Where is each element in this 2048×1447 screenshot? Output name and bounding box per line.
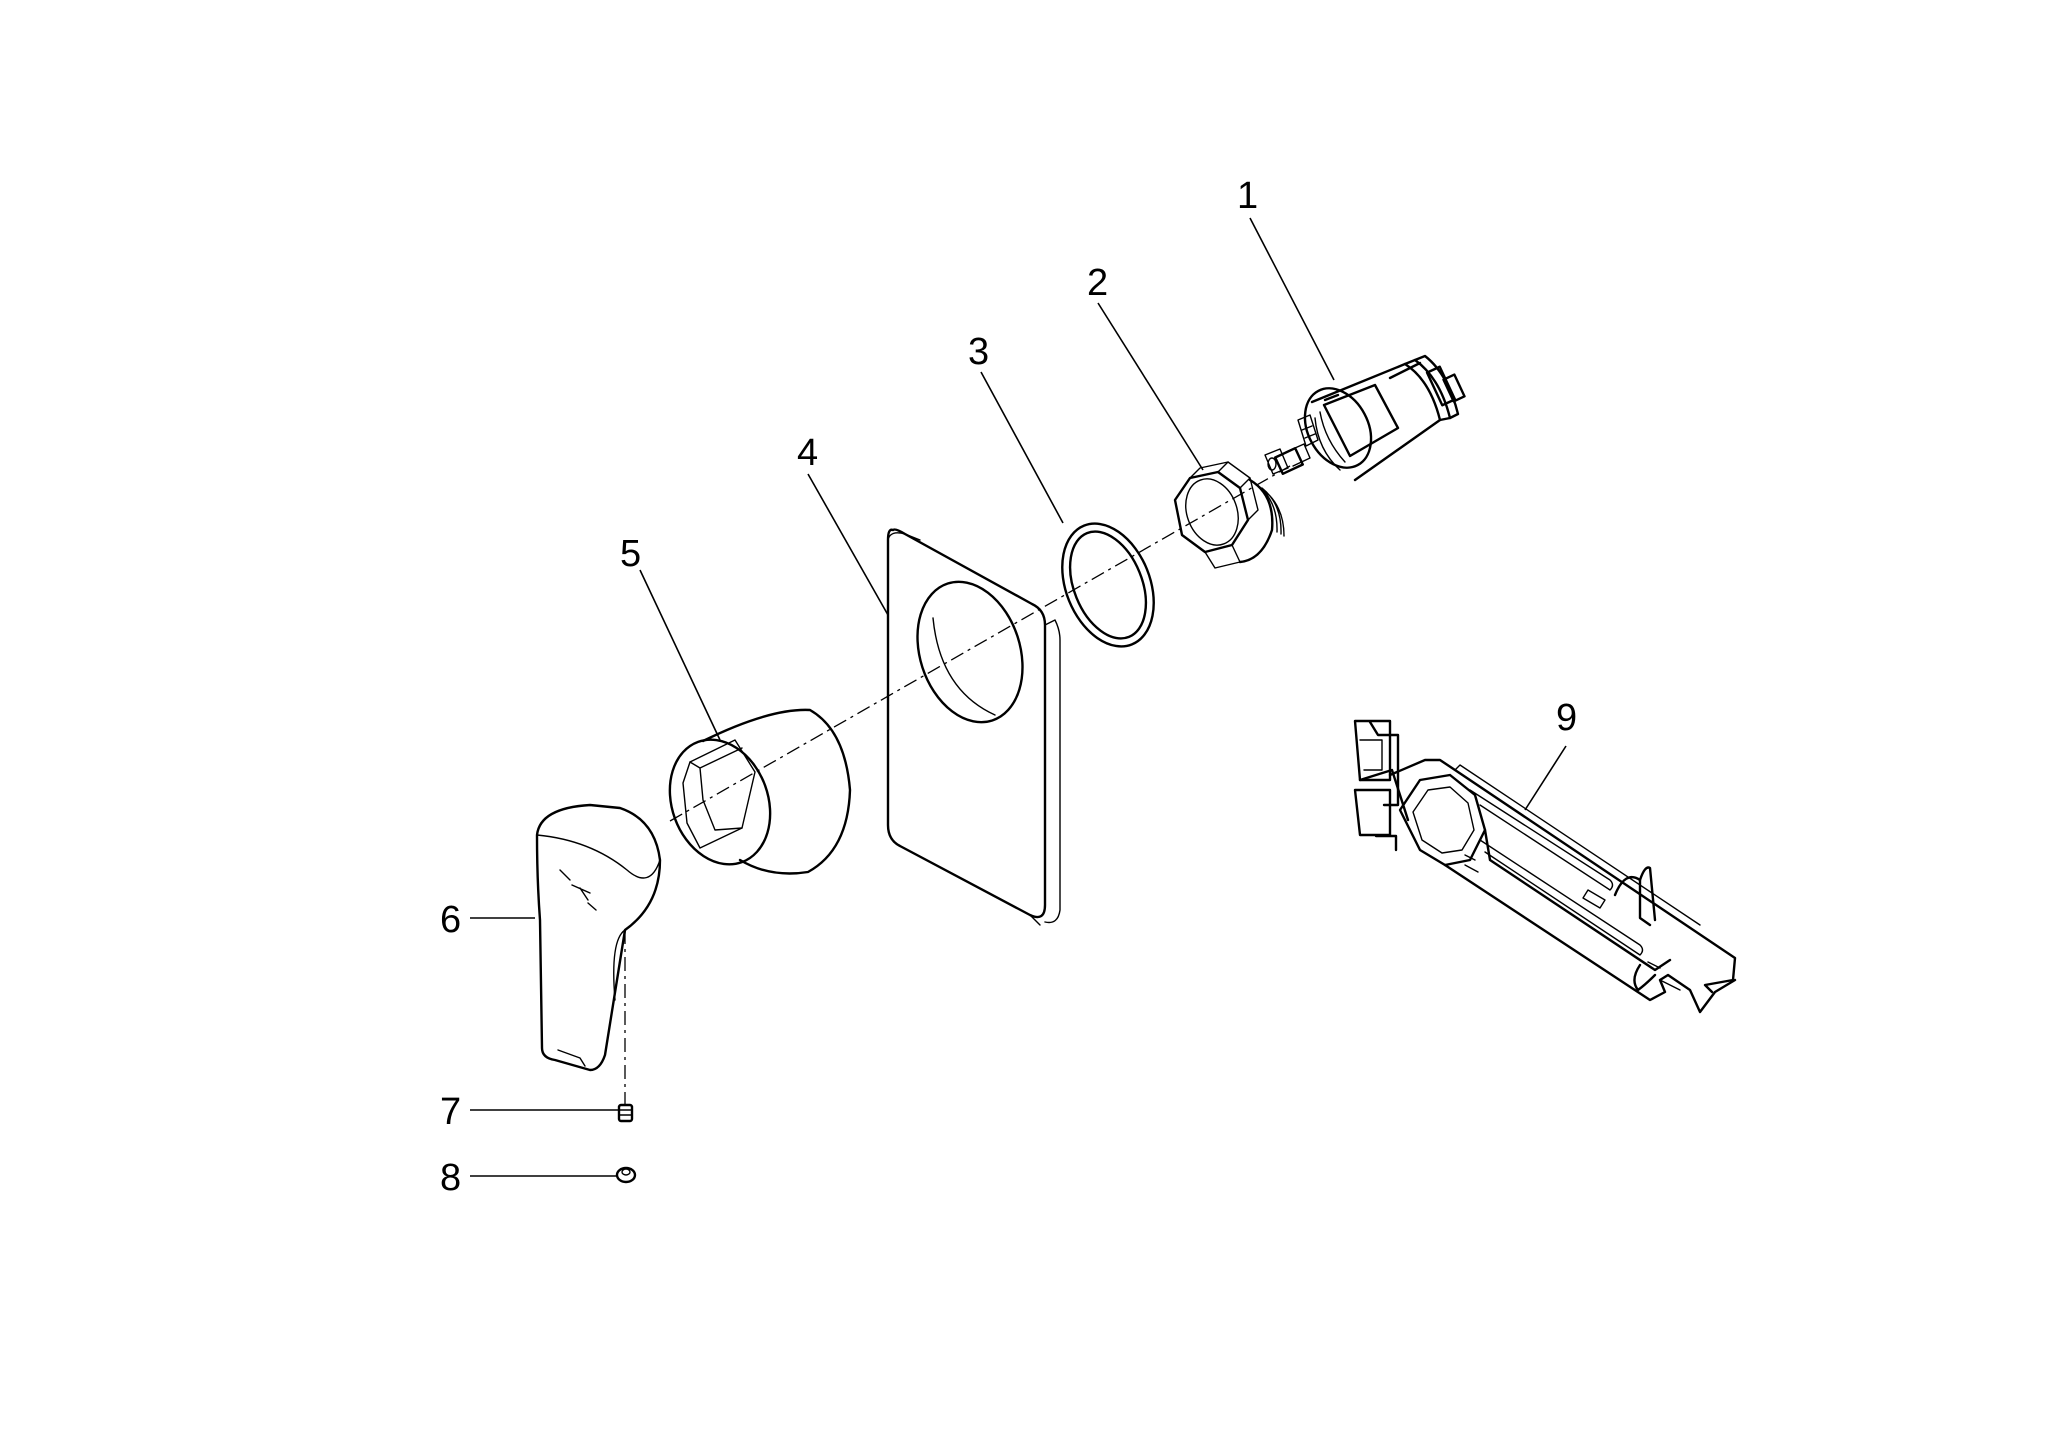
callout-5: 5 [620, 533, 641, 575]
cap-part [615, 1166, 637, 1184]
callout-7: 7 [440, 1091, 461, 1133]
leader-line-5 [639, 569, 721, 741]
hex-nut-part [1173, 461, 1285, 569]
assembly-axis-line [669, 465, 1291, 822]
callout-6: 6 [440, 899, 461, 941]
leader-line-3 [980, 371, 1064, 524]
cartridge-part [1264, 354, 1466, 482]
callout-8: 8 [440, 1157, 461, 1199]
leader-line-9 [1524, 745, 1567, 811]
callout-1: 1 [1237, 175, 1258, 217]
callout-3: 3 [968, 331, 989, 373]
callout-9: 9 [1556, 697, 1577, 739]
leader-line-2 [1097, 302, 1204, 471]
set-screw-part [617, 1103, 634, 1123]
leader-line-4 [807, 473, 889, 616]
sleeve-part [668, 708, 852, 875]
callout-2: 2 [1087, 262, 1108, 304]
lever-handle-part [535, 803, 662, 1072]
cover-plate-part [886, 528, 1061, 926]
leader-line-1 [1249, 217, 1335, 381]
o-ring-part [1061, 522, 1155, 648]
wrench-tool-part [1353, 719, 1737, 1014]
callout-4: 4 [797, 432, 818, 474]
